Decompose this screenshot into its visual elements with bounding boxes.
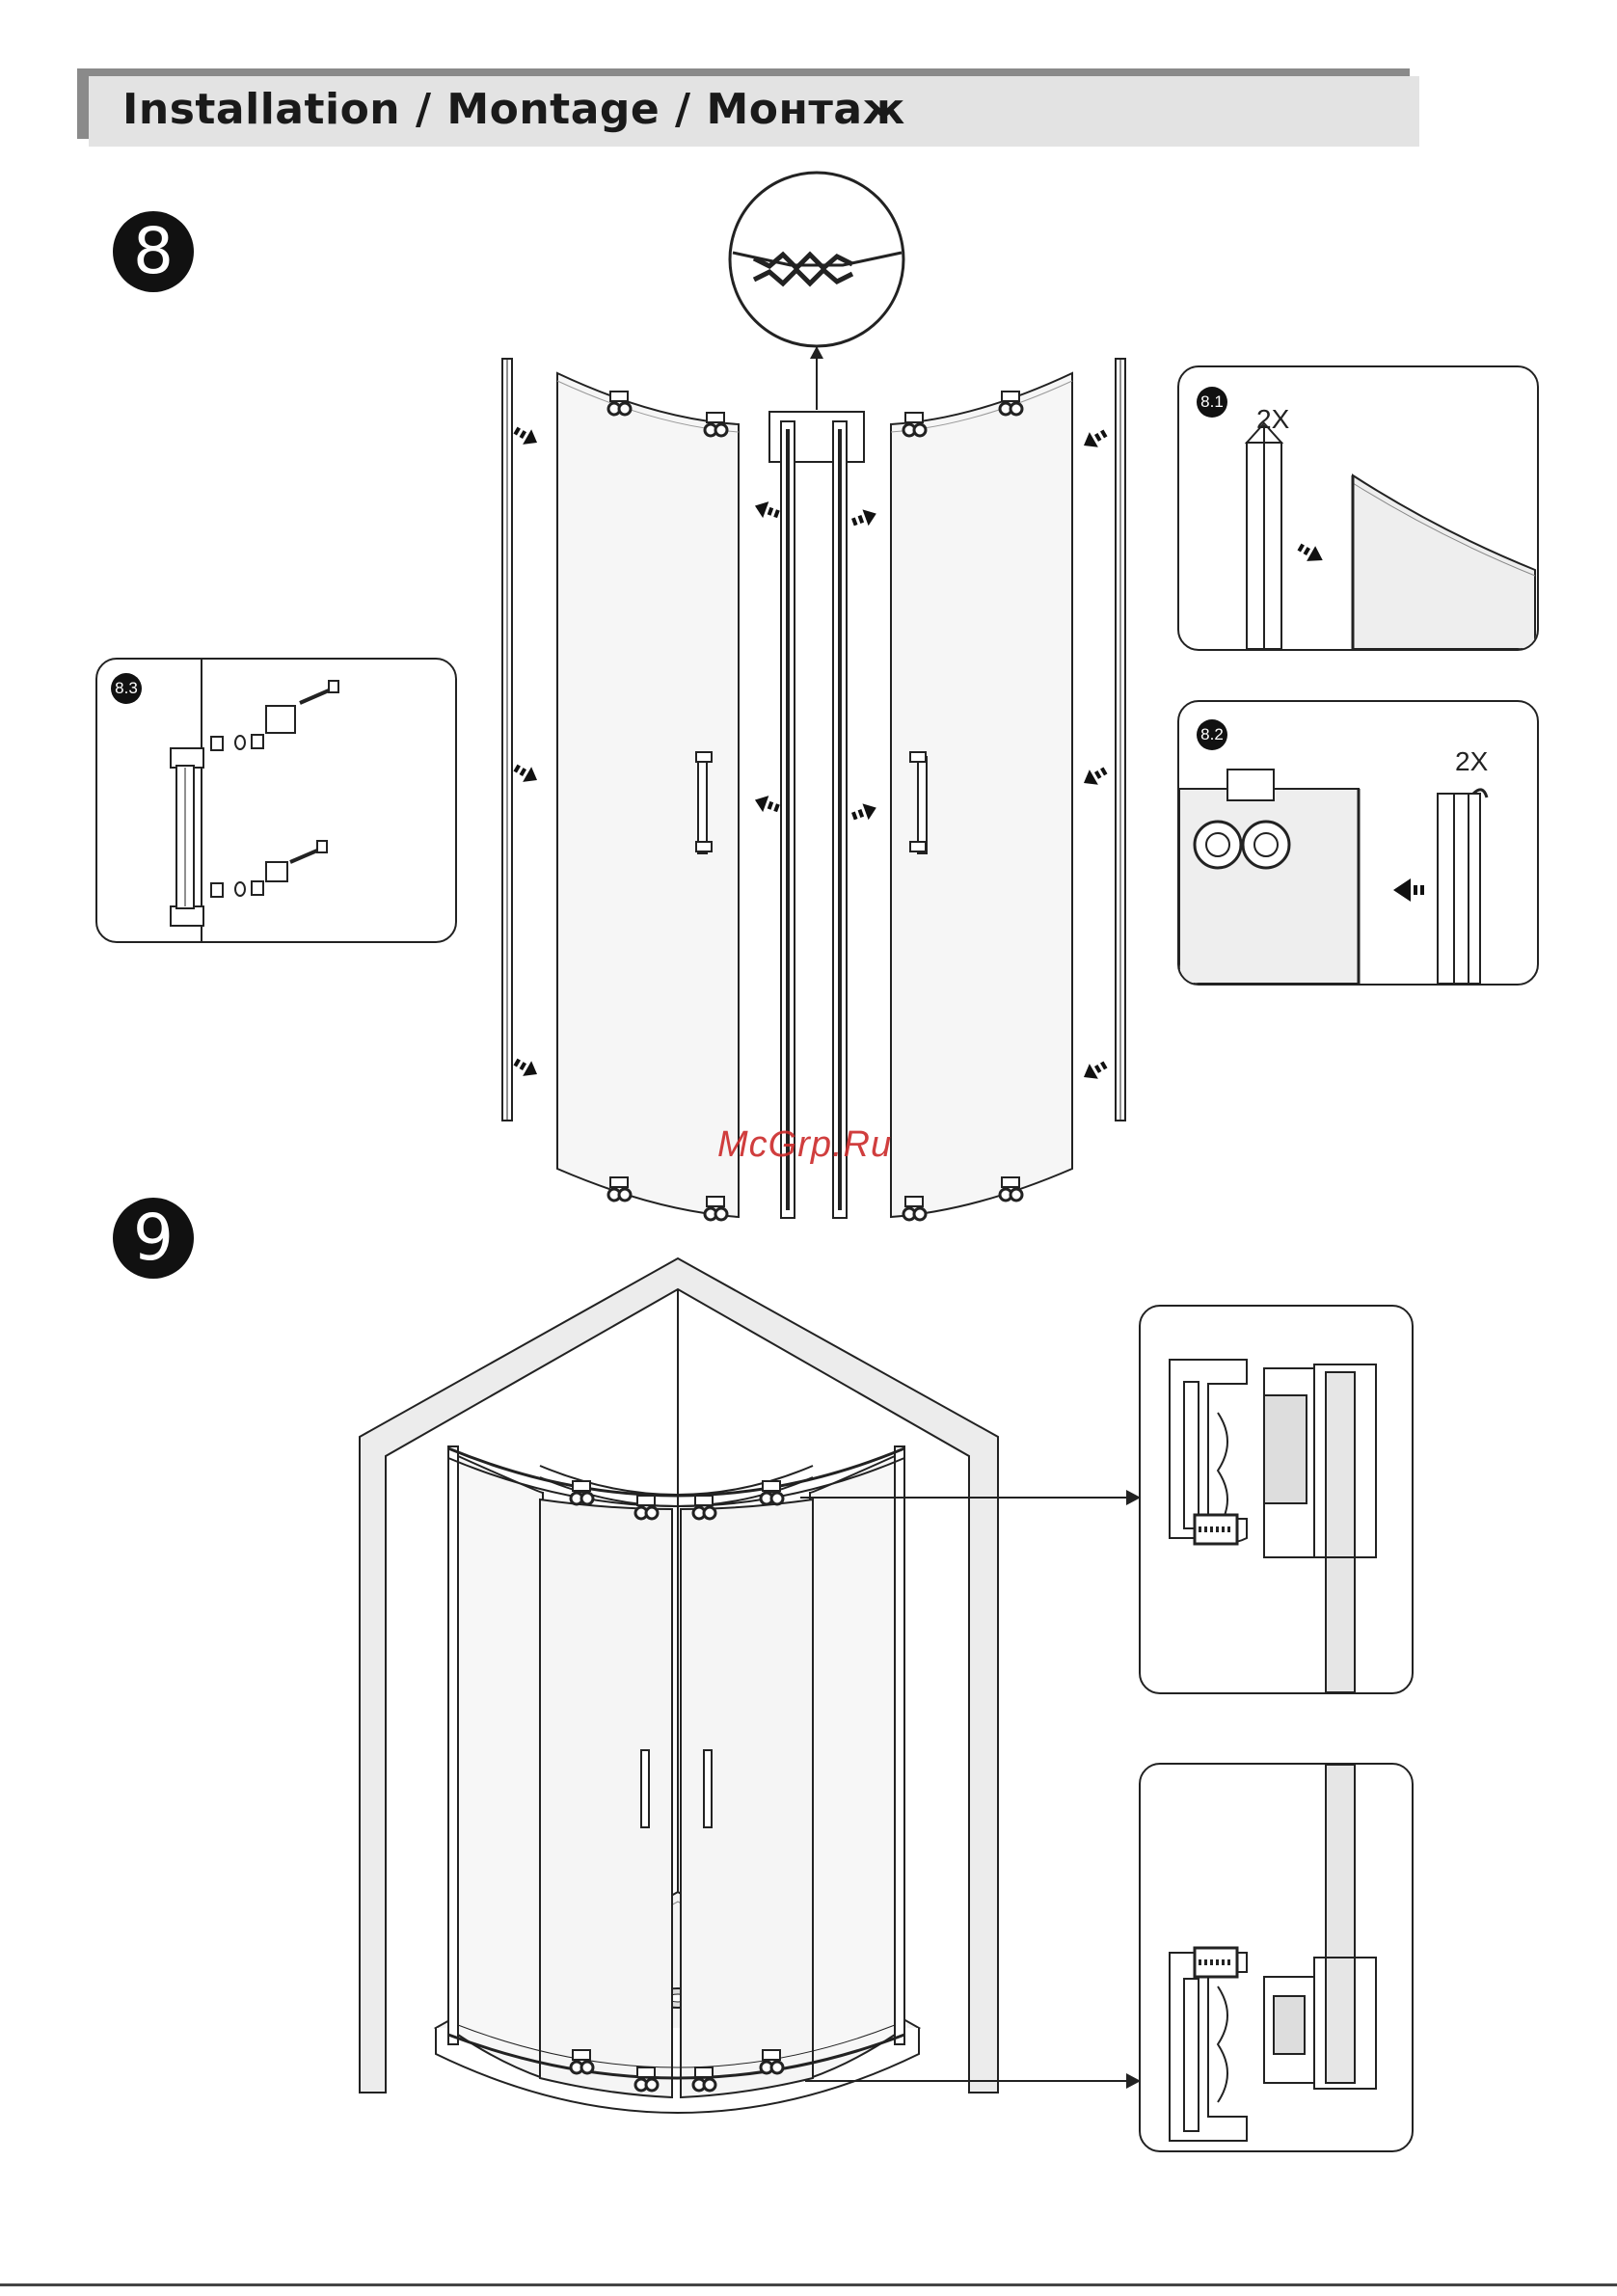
top-profile-detail-panel (1139, 1305, 1414, 1694)
seal-strip-detail (1179, 367, 1537, 649)
fixed-glass-right (891, 373, 1072, 1220)
detail-8-2-badge: 8.2 (1197, 719, 1227, 750)
footer-rule (0, 2283, 1617, 2286)
fixed-glass-left (557, 373, 739, 1220)
fixing-set-bottom (211, 841, 327, 897)
detail-8-1-badge: 8.1 (1197, 387, 1227, 418)
watermark: McGrp.Ru (717, 1124, 892, 1166)
wall-profile-left (502, 359, 512, 1121)
fixing-set-top (211, 681, 338, 750)
detail-8-3-badge: 8.3 (111, 673, 142, 704)
bottom-profile-detail-panel (1139, 1763, 1414, 2152)
detail-8-1-qty: 2X (1256, 404, 1289, 435)
top-profile-section (1141, 1307, 1412, 1692)
detail-8-3-panel: 8.3 (95, 658, 457, 943)
bottom-profile-section (1141, 1765, 1412, 2150)
door-seal-profiles (781, 421, 847, 1218)
handle-detail (97, 660, 455, 941)
detail-8-2-qty: 2X (1455, 746, 1488, 777)
roller-seal-detail (1179, 702, 1537, 984)
detail-8-1-panel: 8.1 2X (1177, 365, 1539, 651)
wall-profile-right (1116, 359, 1125, 1121)
detail-8-2-panel: 8.2 2X (1177, 700, 1539, 986)
seal-magnifier (730, 173, 903, 462)
